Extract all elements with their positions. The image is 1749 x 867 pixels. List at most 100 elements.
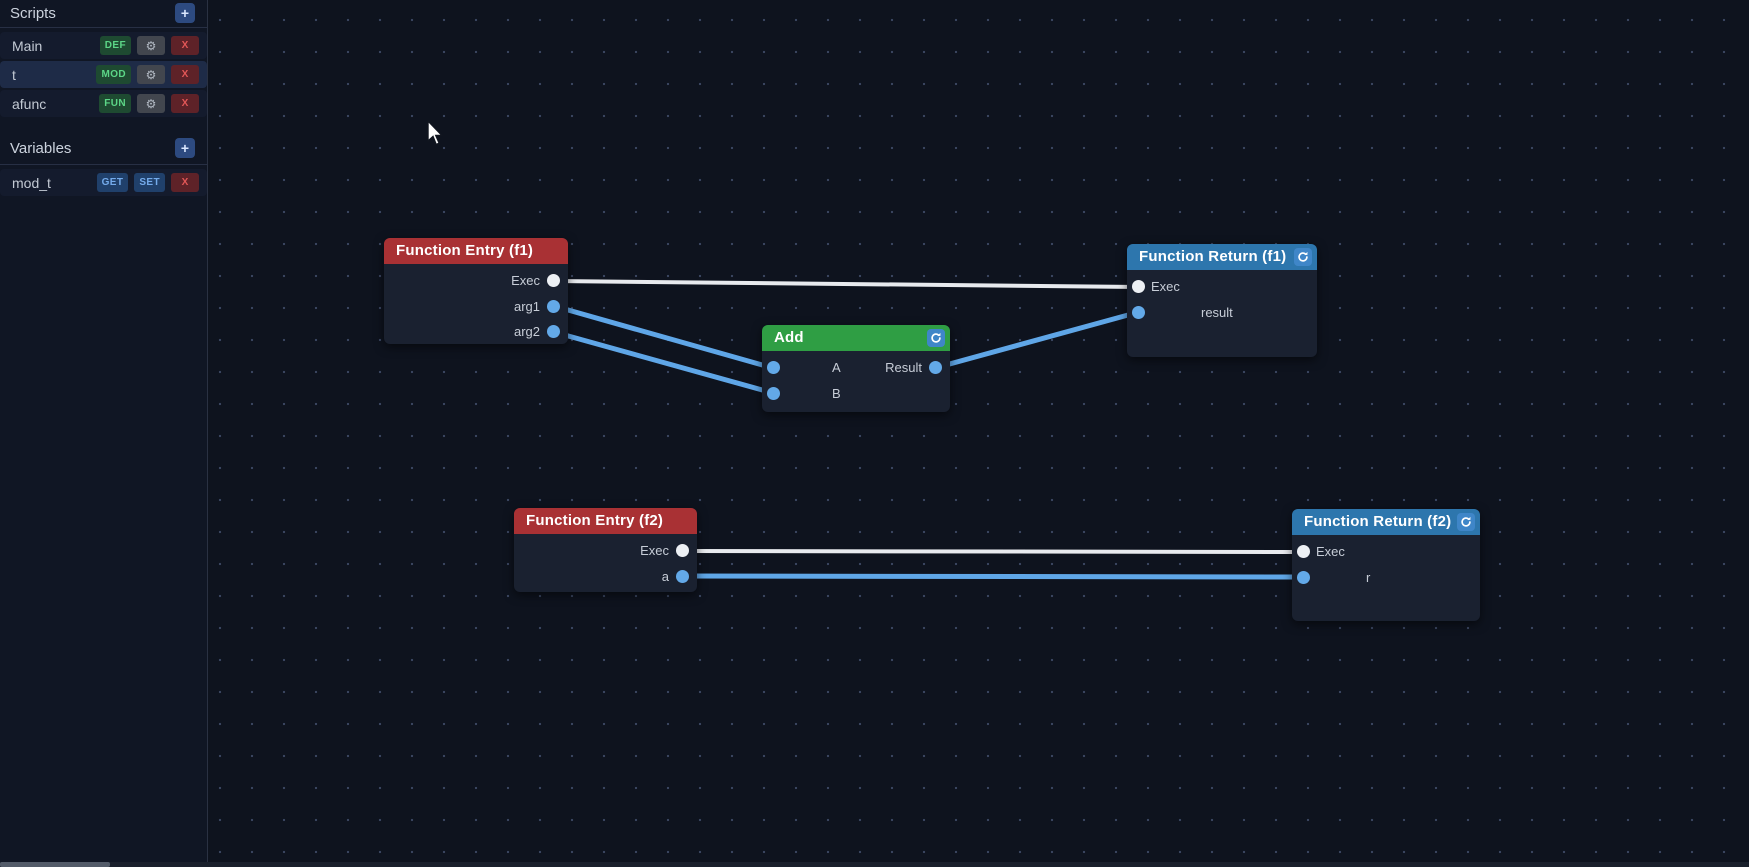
add-script-button[interactable]: + bbox=[175, 3, 195, 23]
pin-label: r bbox=[1366, 569, 1371, 585]
node-body: A Result B bbox=[762, 351, 950, 406]
pin-label: Exec bbox=[640, 543, 669, 559]
data-input-pin[interactable] bbox=[1297, 570, 1310, 584]
node-body: Exec r bbox=[1292, 535, 1480, 590]
script-name: Main bbox=[12, 37, 43, 54]
node-function-return-f1[interactable]: Function Return (f1) Exec result bbox=[1127, 244, 1317, 357]
node-header[interactable]: Function Entry (f1) bbox=[384, 238, 568, 264]
node-function-return-f2[interactable]: Function Return (f2) Exec r bbox=[1292, 509, 1480, 621]
pin-row: Exec bbox=[384, 268, 568, 294]
node-header[interactable]: Function Return (f2) bbox=[1292, 509, 1480, 535]
horizontal-scrollbar-thumb[interactable] bbox=[0, 862, 110, 867]
exec-output-pin[interactable] bbox=[676, 544, 689, 558]
variable-list: mod_t GET SET X bbox=[0, 169, 207, 196]
scripts-header: Scripts + bbox=[0, 0, 207, 24]
divider bbox=[0, 27, 207, 28]
pin-row: a bbox=[514, 564, 697, 590]
divider bbox=[0, 164, 207, 165]
node-refresh-button[interactable] bbox=[927, 329, 945, 347]
node-refresh-button[interactable] bbox=[1294, 248, 1312, 266]
exec-input-pin[interactable] bbox=[1297, 545, 1310, 559]
data-input-pin[interactable] bbox=[767, 361, 780, 375]
variable-delete-button[interactable]: X bbox=[171, 173, 199, 192]
gear-icon: ⚙ bbox=[145, 38, 157, 53]
variables-header: Variables + bbox=[0, 133, 207, 161]
pin-row: B bbox=[762, 381, 950, 407]
data-output-pin[interactable] bbox=[929, 361, 942, 375]
data-wire[interactable] bbox=[932, 309, 1142, 371]
pin-label: result bbox=[1201, 304, 1233, 320]
script-settings-button[interactable]: ⚙ bbox=[137, 36, 165, 55]
node-header[interactable]: Function Entry (f2) bbox=[514, 508, 697, 534]
sidebar: Scripts + Main DEF ⚙ X t MOD ⚙ X afunc F… bbox=[0, 0, 208, 867]
data-output-pin[interactable] bbox=[547, 299, 560, 313]
node-function-entry-f2[interactable]: Function Entry (f2) Exec a bbox=[514, 508, 697, 592]
node-title: Function Return (f2) bbox=[1304, 513, 1452, 530]
data-wire[interactable] bbox=[551, 303, 776, 371]
script-type-badge: FUN bbox=[99, 94, 131, 113]
pin-row: Exec bbox=[1127, 274, 1317, 300]
variable-item-mod-t[interactable]: mod_t GET SET X bbox=[0, 169, 207, 196]
exec-wire[interactable] bbox=[681, 549, 1306, 554]
data-input-pin[interactable] bbox=[1132, 305, 1145, 319]
variable-get-badge[interactable]: GET bbox=[96, 173, 129, 192]
add-variable-button[interactable]: + bbox=[175, 138, 195, 158]
refresh-icon bbox=[931, 332, 941, 343]
pin-row: arg2 bbox=[384, 319, 568, 345]
node-header[interactable]: Function Return (f1) bbox=[1127, 244, 1317, 270]
script-type-badge: MOD bbox=[96, 65, 131, 84]
exec-output-pin[interactable] bbox=[547, 274, 560, 288]
node-body: Exec result bbox=[1127, 270, 1317, 325]
pin-label: Exec bbox=[511, 273, 540, 289]
node-function-entry-f1[interactable]: Function Entry (f1) Exec arg1 arg2 bbox=[384, 238, 568, 344]
pin-label: B bbox=[832, 385, 841, 401]
variables-title: Variables bbox=[10, 139, 72, 157]
script-list: Main DEF ⚙ X t MOD ⚙ X afunc FUN ⚙ X bbox=[0, 32, 207, 117]
horizontal-scrollbar-track[interactable] bbox=[0, 862, 1749, 867]
node-title: Function Entry (f1) bbox=[396, 242, 534, 259]
script-settings-button[interactable]: ⚙ bbox=[137, 65, 165, 84]
data-wire[interactable] bbox=[680, 573, 1307, 580]
data-wire[interactable] bbox=[551, 329, 776, 396]
script-delete-button[interactable]: X bbox=[171, 36, 199, 55]
scripts-title: Scripts bbox=[10, 4, 56, 22]
data-output-pin[interactable] bbox=[547, 325, 560, 339]
node-canvas[interactable] bbox=[208, 0, 1749, 867]
pin-row: Exec bbox=[1292, 539, 1480, 565]
node-body: Exec arg1 arg2 bbox=[384, 264, 568, 345]
pin-label: a bbox=[661, 568, 669, 584]
pin-label: arg2 bbox=[513, 324, 540, 340]
pin-label: Exec bbox=[1151, 279, 1180, 295]
script-name: afunc bbox=[12, 95, 47, 112]
variable-set-badge[interactable]: SET bbox=[134, 173, 165, 192]
pin-row: A Result bbox=[762, 355, 950, 381]
gear-icon: ⚙ bbox=[145, 67, 157, 82]
pin-row: r bbox=[1292, 565, 1480, 591]
node-refresh-button[interactable] bbox=[1457, 513, 1475, 531]
refresh-icon bbox=[1461, 516, 1471, 527]
script-item-afunc[interactable]: afunc FUN ⚙ X bbox=[0, 90, 207, 117]
script-delete-button[interactable]: X bbox=[171, 65, 199, 84]
pin-label: arg1 bbox=[513, 298, 540, 314]
script-delete-button[interactable]: X bbox=[171, 94, 199, 113]
refresh-icon bbox=[1298, 251, 1308, 262]
node-title: Add bbox=[774, 329, 804, 346]
script-name: t bbox=[12, 66, 16, 83]
script-item-t[interactable]: t MOD ⚙ X bbox=[0, 61, 207, 88]
node-add[interactable]: Add A Result B bbox=[762, 325, 950, 412]
script-type-badge: DEF bbox=[99, 36, 131, 55]
data-output-pin[interactable] bbox=[676, 569, 689, 583]
exec-wire[interactable] bbox=[552, 279, 1141, 289]
result-pin-group: Result bbox=[885, 360, 950, 375]
gear-icon: ⚙ bbox=[145, 96, 157, 111]
script-item-main[interactable]: Main DEF ⚙ X bbox=[0, 32, 207, 59]
script-settings-button[interactable]: ⚙ bbox=[137, 94, 165, 113]
node-header[interactable]: Add bbox=[762, 325, 950, 351]
pin-row: arg1 bbox=[384, 294, 568, 320]
node-title: Function Return (f1) bbox=[1139, 248, 1287, 265]
pin-label: A bbox=[832, 360, 841, 376]
data-input-pin[interactable] bbox=[767, 386, 780, 400]
exec-input-pin[interactable] bbox=[1132, 280, 1145, 294]
